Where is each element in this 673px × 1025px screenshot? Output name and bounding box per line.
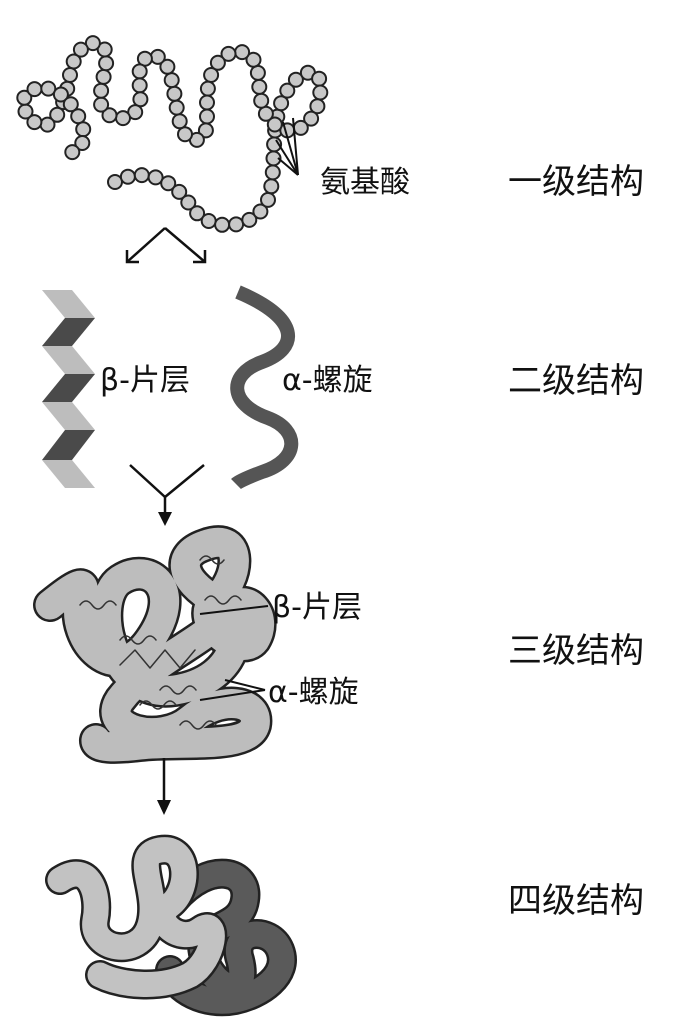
amino-acid-bead <box>84 35 101 52</box>
amino-acid-bead <box>287 71 304 88</box>
amino-acid-bead <box>149 48 166 65</box>
amino-acid-pointer-lines <box>275 117 299 176</box>
amino-acid-bead <box>160 175 177 192</box>
amino-acid-bead <box>131 63 148 80</box>
amino-acid-bead <box>62 96 79 113</box>
amino-acid-bead <box>234 44 251 61</box>
amino-acid-chain <box>16 35 329 233</box>
amino-acid-bead <box>220 45 237 62</box>
amino-acid-bead <box>263 178 280 195</box>
level-quaternary-label: 四级结构 <box>508 881 644 921</box>
amino-acid-bead <box>257 105 274 122</box>
amino-acid-bead <box>279 82 296 99</box>
amino-acid-bead <box>303 110 320 127</box>
amino-acid-bead <box>163 72 180 89</box>
amino-acid-bead <box>199 80 216 97</box>
amino-acid-bead <box>214 216 231 233</box>
amino-acid-bead <box>93 96 110 113</box>
amino-acid-bead <box>171 183 188 200</box>
beta-sheet-label: β-片层 <box>100 363 190 398</box>
amino-acid-bead <box>241 211 258 228</box>
amino-acid-bead <box>266 116 283 133</box>
arrow-tertiary-to-quaternary <box>157 758 171 815</box>
amino-acid-bead <box>253 92 270 109</box>
amino-acid-bead <box>273 95 290 112</box>
merge-arrow-head <box>158 512 172 526</box>
amino-acid-bead <box>101 107 118 124</box>
amino-acid-bead <box>309 98 326 115</box>
amino-acid-bead <box>52 86 69 103</box>
amino-acid-bead <box>203 67 220 83</box>
amino-acid-bead <box>95 68 112 85</box>
amino-acid-bead <box>49 106 66 123</box>
alpha-helix-label: α-螺旋 <box>282 363 373 398</box>
amino-acid-bead <box>131 77 148 94</box>
amino-acid-bead <box>119 168 136 185</box>
amino-acid-bead <box>65 53 82 70</box>
amino-acid-bead <box>98 55 115 72</box>
amino-acid-bead <box>16 89 33 106</box>
amino-acid-bead <box>74 135 91 151</box>
amino-acid-bead <box>209 54 226 71</box>
level-secondary-label: 二级结构 <box>508 361 644 401</box>
amino-acid-bead <box>228 216 245 233</box>
quaternary-complex <box>45 834 297 1017</box>
amino-acid-bead <box>312 84 329 101</box>
tertiary-fold <box>33 525 277 764</box>
amino-acid-bead <box>245 51 262 68</box>
amino-acid-bead <box>107 174 123 190</box>
amino-acid-bead <box>70 108 87 125</box>
amino-acid-bead <box>168 99 185 116</box>
amino-acid-label: 氨基酸 <box>320 165 410 200</box>
amino-acid-bead <box>40 80 57 97</box>
amino-acid-bead <box>311 70 328 87</box>
amino-acid-bead <box>39 116 56 133</box>
level-primary-label: 一级结构 <box>508 162 644 202</box>
amino-acid-bead <box>197 122 214 139</box>
level-tertiary-label: 三级结构 <box>508 631 644 671</box>
alpha-helix-coil <box>230 285 299 490</box>
tertiary-alpha-helix-label: α-螺旋 <box>268 675 359 710</box>
fork-arrows-primary <box>125 227 207 264</box>
amino-acid-bead <box>199 108 215 125</box>
amino-acid-bead <box>251 78 268 95</box>
amino-acid-bead <box>252 203 269 220</box>
amino-acid-bead <box>115 110 131 127</box>
amino-acid-bead <box>264 164 281 181</box>
merge-arrow-secondary <box>129 464 205 520</box>
amino-acid-bead <box>166 85 183 102</box>
amino-acid-bead <box>147 169 164 186</box>
tertiary-beta-sheet-label: β-片层 <box>272 590 362 625</box>
amino-acid-bead <box>171 113 188 130</box>
amino-acid-bead <box>93 82 110 99</box>
amino-acid-bead <box>189 205 206 222</box>
amino-acid-bead <box>72 41 89 58</box>
amino-acid-bead <box>159 58 176 75</box>
amino-acid-bead <box>260 191 276 208</box>
beta-sheet-zigzag <box>42 290 95 488</box>
amino-acid-bead <box>177 126 193 143</box>
amino-acid-bead <box>75 121 92 138</box>
amino-acid-bead <box>292 119 309 136</box>
tertiary-pointer-lines <box>199 605 269 701</box>
amino-acid-bead <box>17 103 34 120</box>
amino-acid-bead <box>200 213 217 229</box>
amino-acid-bead <box>180 194 197 211</box>
amino-acid-bead <box>62 67 78 83</box>
amino-acid-bead <box>199 94 215 111</box>
amino-acid-bead <box>26 114 43 131</box>
amino-acid-bead <box>64 144 81 161</box>
amino-acid-bead <box>26 81 43 98</box>
amino-acid-bead <box>249 64 266 81</box>
amino-acid-bead <box>133 167 150 184</box>
